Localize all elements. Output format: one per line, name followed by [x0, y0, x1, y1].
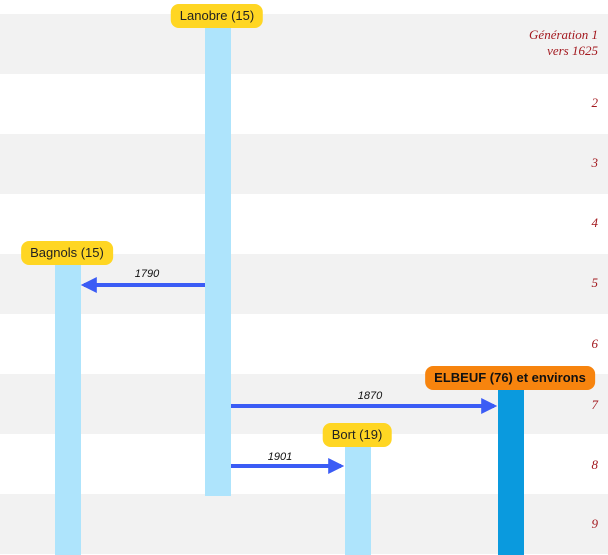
place-badge-bort: Bort (19)	[322, 423, 392, 447]
generation-label-2: 2	[591, 95, 599, 110]
generation-label-5: 5	[591, 275, 599, 290]
place-badge-elbeuf: ELBEUF (76) et environs	[425, 366, 595, 390]
generation-label-9: 9	[591, 516, 599, 531]
generation-band-3	[0, 134, 608, 194]
generation-label-1-line1: Génération 1	[529, 27, 598, 42]
lineage-bar-elbeuf	[498, 388, 524, 555]
migration-year-1901: 1901	[267, 451, 293, 463]
lineage-bar-bagnols	[55, 262, 81, 555]
generation-band-1	[0, 14, 608, 74]
generation-label-7: 7	[591, 397, 599, 412]
generation-label-8: 8	[591, 457, 599, 472]
generation-label-1-line2: vers 1625	[547, 43, 598, 58]
place-badge-lanobre: Lanobre (15)	[170, 4, 264, 28]
generation-label-4: 4	[591, 215, 599, 230]
migration-year-1790: 1790	[134, 268, 160, 280]
place-badge-bagnols: Bagnols (15)	[21, 241, 113, 265]
generation-label-1: Génération 1 vers 1625	[438, 27, 598, 59]
generation-label-3: 3	[591, 155, 599, 170]
migration-year-1870: 1870	[357, 390, 383, 402]
lineage-bar-bort	[345, 442, 371, 555]
generation-label-6: 6	[591, 336, 599, 351]
lineage-bar-lanobre	[205, 26, 231, 496]
